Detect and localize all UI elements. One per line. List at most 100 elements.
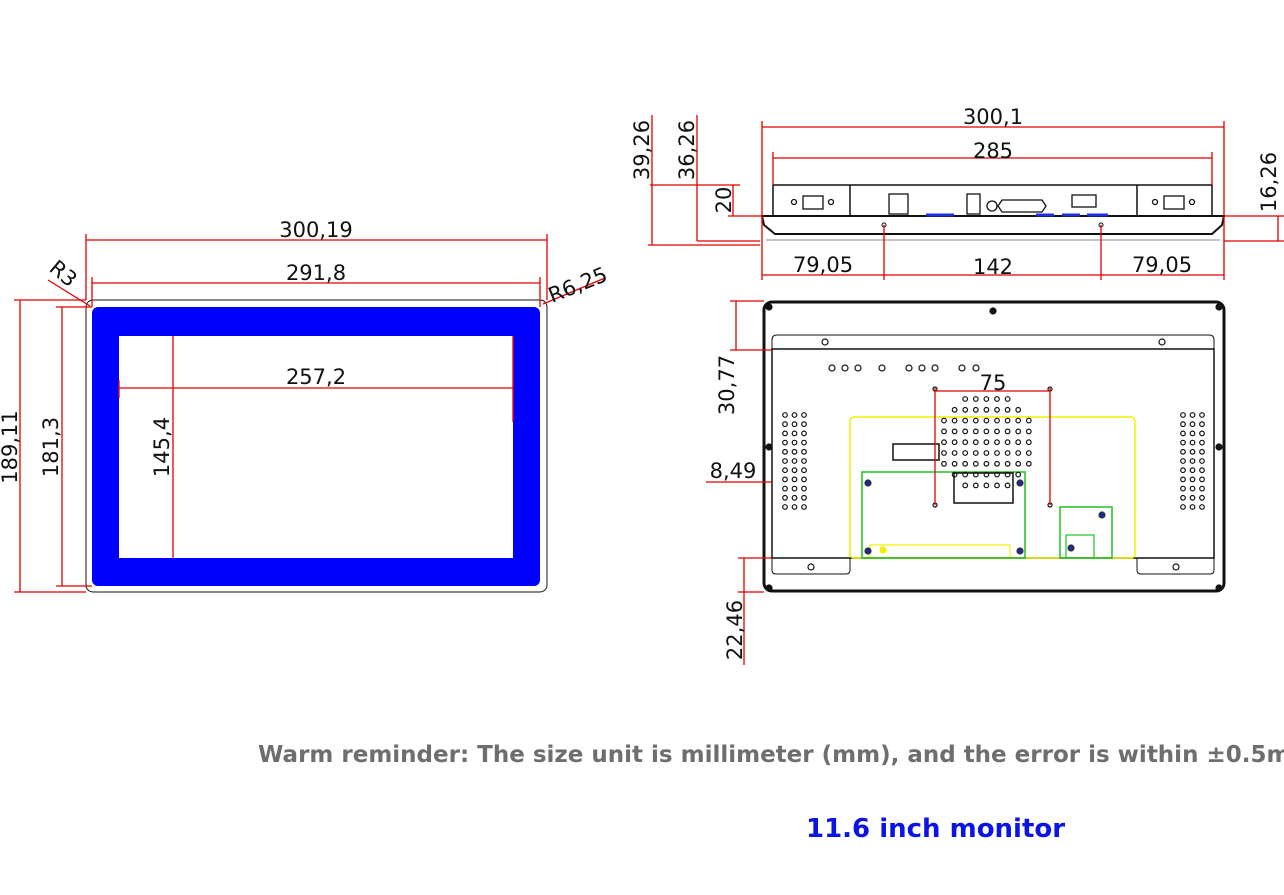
monitor-model-label: 11.6 inch monitor bbox=[806, 814, 1066, 844]
hole bbox=[1016, 479, 1024, 487]
dim-hole-spacing: 142 bbox=[973, 255, 1013, 279]
hole bbox=[782, 494, 788, 501]
hole bbox=[1180, 476, 1186, 483]
hole bbox=[864, 479, 872, 487]
hole bbox=[918, 364, 926, 372]
hole bbox=[791, 421, 798, 428]
hole bbox=[1025, 417, 1032, 424]
hole bbox=[941, 428, 947, 435]
hole bbox=[807, 563, 815, 571]
hole bbox=[1004, 417, 1011, 424]
back-dimension-lines bbox=[706, 300, 1051, 665]
hole bbox=[941, 439, 947, 446]
hole bbox=[962, 482, 969, 489]
hole bbox=[1004, 471, 1011, 478]
dim-active-height: 145,4 bbox=[150, 417, 174, 477]
hole bbox=[1199, 458, 1205, 464]
back-outer-frame bbox=[762, 300, 1226, 593]
hole bbox=[989, 307, 997, 315]
hole bbox=[1025, 439, 1032, 446]
hole bbox=[1004, 396, 1011, 402]
dim-depth-a: 36,26 bbox=[675, 120, 699, 180]
hole bbox=[1016, 547, 1024, 555]
dim-active-width: 257,2 bbox=[286, 365, 346, 389]
hole bbox=[1189, 504, 1196, 510]
hole bbox=[1180, 430, 1186, 437]
front-outer-frame bbox=[85, 299, 548, 593]
hole bbox=[765, 443, 773, 451]
hole bbox=[1189, 476, 1196, 483]
hole bbox=[1015, 428, 1022, 435]
hole bbox=[983, 417, 990, 424]
hole bbox=[1025, 428, 1032, 435]
hole bbox=[801, 448, 807, 455]
hole bbox=[1215, 443, 1223, 451]
hole bbox=[828, 364, 836, 372]
dim-right-offset: 79,05 bbox=[1132, 253, 1192, 277]
hole bbox=[1215, 584, 1223, 592]
hole bbox=[1189, 467, 1196, 474]
hole bbox=[994, 439, 1000, 446]
hole bbox=[791, 476, 798, 483]
hole bbox=[782, 448, 788, 455]
hole bbox=[1004, 406, 1011, 413]
hole bbox=[972, 396, 979, 402]
hole bbox=[962, 450, 969, 456]
dim-left-offset: 79,05 bbox=[793, 253, 853, 277]
hole bbox=[983, 439, 990, 446]
hole bbox=[983, 460, 990, 467]
hole bbox=[1199, 421, 1205, 428]
hole bbox=[854, 364, 862, 372]
hole bbox=[1025, 460, 1032, 467]
hole bbox=[1015, 439, 1022, 446]
hole bbox=[1199, 494, 1205, 501]
hole bbox=[801, 467, 807, 474]
hole bbox=[972, 406, 979, 413]
hole bbox=[1180, 504, 1186, 510]
hole bbox=[951, 450, 958, 456]
active-area bbox=[119, 336, 513, 558]
hole bbox=[1180, 485, 1186, 492]
hole bbox=[972, 482, 979, 489]
dim-depth-b: 39,26 bbox=[630, 120, 654, 180]
hole bbox=[994, 450, 1000, 456]
hole bbox=[1015, 450, 1022, 456]
hole bbox=[864, 547, 872, 555]
hole bbox=[1158, 338, 1166, 346]
dim-radius-left: R3 bbox=[45, 255, 82, 291]
hole bbox=[1180, 421, 1186, 428]
hole bbox=[1189, 448, 1196, 455]
hole bbox=[782, 476, 788, 483]
hole bbox=[1015, 406, 1022, 413]
dim-body-width: 285 bbox=[973, 139, 1013, 163]
hole bbox=[994, 482, 1000, 489]
hole bbox=[905, 364, 913, 372]
hole bbox=[782, 458, 788, 464]
hole bbox=[972, 471, 979, 478]
dim-radius-right: R6,25 bbox=[545, 262, 611, 307]
hole bbox=[1199, 439, 1205, 446]
hole bbox=[983, 406, 990, 413]
hole bbox=[801, 458, 807, 464]
hole bbox=[1180, 439, 1186, 446]
hole bbox=[994, 460, 1000, 467]
dim-side-offset: 8,49 bbox=[710, 459, 757, 483]
hole bbox=[951, 428, 958, 435]
back-holes bbox=[765, 303, 1223, 592]
hole bbox=[1189, 494, 1196, 501]
hole bbox=[1199, 485, 1205, 492]
hole bbox=[782, 430, 788, 437]
hole bbox=[994, 406, 1000, 413]
hole bbox=[1215, 303, 1223, 311]
dim-vesa: 75 bbox=[980, 371, 1007, 395]
top-ports bbox=[790, 193, 1196, 215]
hole bbox=[791, 412, 798, 418]
hole bbox=[791, 467, 798, 474]
hole bbox=[1199, 504, 1205, 510]
hole bbox=[972, 417, 979, 424]
hole bbox=[1015, 471, 1022, 478]
front-view: 300,19 291,8 R3 R6,25 257,2 145,4 181,3 … bbox=[0, 218, 611, 593]
hole bbox=[1189, 421, 1196, 428]
yellow-board bbox=[849, 416, 1136, 559]
